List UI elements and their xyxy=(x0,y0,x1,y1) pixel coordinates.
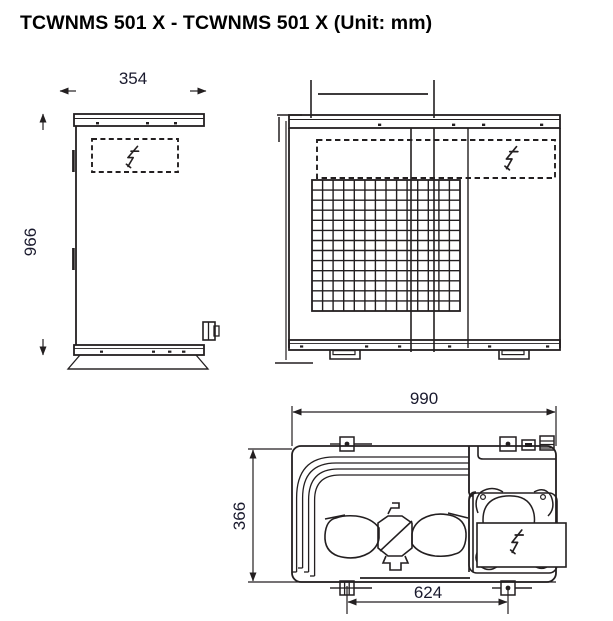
front-electrical-hazard-placard xyxy=(316,139,556,179)
front-left-foot xyxy=(329,350,361,360)
top-chassis-ledge xyxy=(292,577,556,583)
dimension-label-624: 624 xyxy=(414,583,442,602)
page-title: TCWNMS 501 X - TCWNMS 501 X (Unit: mm) xyxy=(20,12,433,34)
top-view xyxy=(248,406,567,614)
lightning-bolt-icon xyxy=(509,529,525,555)
dimension-366 xyxy=(248,448,292,583)
lightning-bolt-icon xyxy=(504,145,519,171)
dimension-990 xyxy=(291,406,557,446)
front-view xyxy=(275,80,561,364)
side-base-plate xyxy=(73,344,205,356)
mounting-bracket-bottom-right xyxy=(492,580,532,596)
terminal-connectors xyxy=(499,435,555,452)
side-top-panel xyxy=(73,113,205,127)
front-cabinet-outline xyxy=(288,128,561,351)
mounting-bracket-top-left xyxy=(330,436,372,452)
mounting-bracket-bottom-left xyxy=(330,580,372,596)
fan-blades xyxy=(324,502,469,571)
lightning-bolt-icon xyxy=(125,145,140,169)
side-view xyxy=(39,87,220,370)
dimension-624 xyxy=(346,586,509,614)
side-floor-foot xyxy=(66,354,210,370)
side-electrical-hazard-placard xyxy=(91,138,179,173)
side-connector-block xyxy=(202,321,220,341)
dimension-label-966: 966 xyxy=(21,228,40,256)
refrigerant-pipes xyxy=(292,456,469,577)
dimension-label-990: 990 xyxy=(410,389,438,408)
top-electrical-hazard-placard xyxy=(476,522,567,568)
side-cabinet-outline xyxy=(72,126,77,345)
dimension-label-366: 366 xyxy=(230,502,249,530)
condenser-grille xyxy=(311,179,461,312)
front-right-foot xyxy=(498,350,530,360)
front-top-panel xyxy=(288,114,561,129)
dimension-label-354: 354 xyxy=(119,69,147,88)
front-reference-lines xyxy=(275,80,435,364)
